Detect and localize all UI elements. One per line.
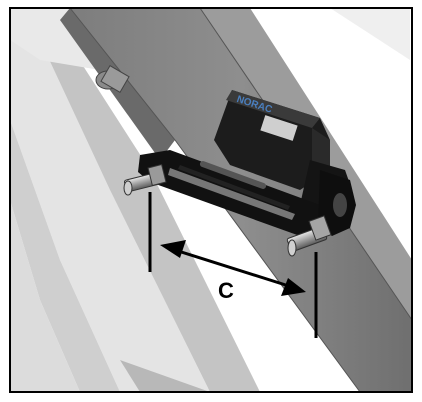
- background-bolt: [95, 65, 130, 93]
- figure-border: [9, 7, 413, 393]
- dimension-arrowhead-right: [281, 278, 306, 296]
- right-bolt: [286, 215, 332, 257]
- dimension-label: C: [218, 278, 234, 303]
- dimension-line: [174, 248, 293, 289]
- dimension-c: C: [148, 192, 318, 338]
- mounting-bracket: [138, 150, 356, 236]
- left-bolt: [123, 163, 167, 196]
- sensor-label-sticker: [260, 115, 298, 141]
- dimension-arrowhead-left: [160, 240, 186, 258]
